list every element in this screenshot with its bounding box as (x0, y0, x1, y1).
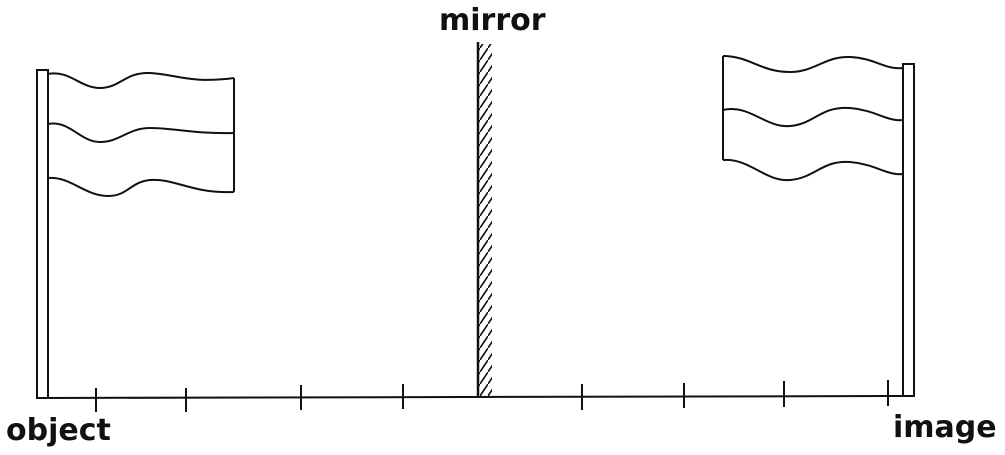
mirror-label: mirror (439, 3, 546, 38)
mirror-hatching (478, 44, 492, 396)
object-label: object (6, 413, 111, 448)
image-label: image (893, 410, 997, 445)
image-side-ticks (581, 380, 889, 410)
object-flag-stripe-line (47, 122, 235, 144)
image-flag-bottom-edge (722, 158, 904, 182)
mirror (476, 42, 492, 398)
object-flag (36, 69, 235, 399)
object-flag-pole (36, 69, 49, 399)
image-flag-top-edge (722, 55, 904, 74)
object-side-ticks (95, 384, 404, 412)
image-flag-stripe-line (722, 106, 904, 128)
object-flag-top-edge (47, 71, 235, 90)
object-flag-bottom-edge (47, 176, 235, 198)
image-flag (722, 55, 915, 397)
image-flag-pole (902, 63, 915, 397)
